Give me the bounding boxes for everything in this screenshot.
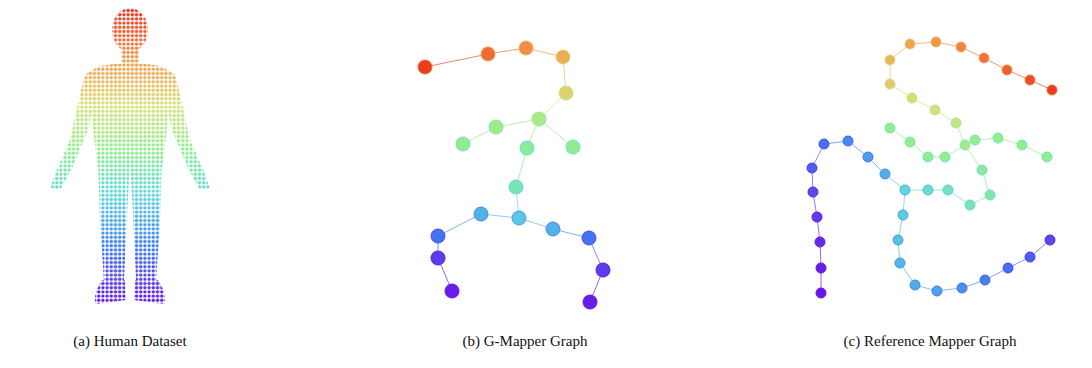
graph-vertex [885, 55, 895, 65]
graph-edge [425, 54, 488, 67]
reference-mapper-graph [807, 37, 1057, 298]
graph-vertex [940, 152, 950, 162]
graph-vertex [907, 93, 917, 103]
graph-vertex [816, 288, 826, 298]
graph-vertex [905, 39, 915, 49]
graph-vertex [1045, 235, 1055, 245]
graph-vertex [893, 235, 903, 245]
graph-vertex [566, 140, 580, 154]
graph-vertex [819, 139, 829, 149]
graph-vertex [815, 237, 825, 247]
graph-vertex [1042, 152, 1052, 162]
graph-vertex [932, 286, 942, 296]
graph-vertex [951, 118, 961, 128]
graph-vertex [807, 163, 817, 173]
graph-vertex [456, 137, 470, 151]
graph-vertex [546, 222, 560, 236]
graph-vertex [431, 251, 445, 265]
graph-vertex [885, 123, 895, 133]
graph-vertex [923, 185, 933, 195]
graph-vertex [1025, 75, 1035, 85]
graph-vertex [596, 263, 610, 277]
graph-vertex [474, 207, 488, 221]
panel-caption: (b) G-Mapper Graph [463, 333, 588, 350]
human-point-cloud [50, 8, 210, 304]
graph-vertex [418, 60, 432, 74]
graph-vertex [582, 231, 596, 245]
graph-vertex [445, 284, 459, 298]
graph-vertex [808, 187, 818, 197]
graph-vertex [1025, 252, 1035, 262]
graph-vertex [895, 258, 905, 268]
graph-vertex [985, 190, 995, 200]
graph-vertex [481, 47, 495, 61]
graph-vertex [970, 135, 980, 145]
graph-vertex [980, 275, 990, 285]
graph-vertex [885, 79, 895, 89]
graph-vertex [816, 263, 826, 273]
graph-vertex [843, 136, 853, 146]
graph-vertex [977, 165, 987, 175]
graph-vertex [519, 41, 533, 55]
graph-vertex [960, 140, 970, 150]
graph-vertex [943, 185, 953, 195]
graph-vertex [956, 42, 966, 52]
graph-vertex [979, 53, 989, 63]
graph-vertex [1002, 65, 1012, 75]
graph-vertex [900, 185, 910, 195]
graph-vertex [556, 50, 570, 64]
panel-caption: (c) Reference Mapper Graph [844, 333, 1017, 350]
graph-vertex [489, 120, 503, 134]
graph-vertex [532, 112, 546, 126]
graph-vertex [559, 86, 573, 100]
panel-caption: (a) Human Dataset [73, 333, 186, 350]
graph-vertex [957, 283, 967, 293]
graph-vertex [583, 295, 597, 309]
graph-vertex [880, 169, 890, 179]
graph-vertex [863, 152, 873, 162]
graph-vertex [923, 152, 933, 162]
graph-vertex [812, 212, 822, 222]
graph-vertex [910, 280, 920, 290]
graph-vertex [1003, 263, 1013, 273]
graph-vertex [993, 133, 1003, 143]
graph-vertex [512, 211, 526, 225]
graph-vertex [898, 210, 908, 220]
graph-vertex [965, 200, 975, 210]
graph-vertex [520, 141, 534, 155]
graph-vertex [431, 229, 445, 243]
graph-vertex [930, 105, 940, 115]
graph-vertex [931, 37, 941, 47]
graph-vertex [1047, 85, 1057, 95]
graph-vertex [905, 137, 915, 147]
graph-vertex [509, 180, 523, 194]
graph-vertex [1017, 140, 1027, 150]
g-mapper-graph [418, 41, 610, 309]
